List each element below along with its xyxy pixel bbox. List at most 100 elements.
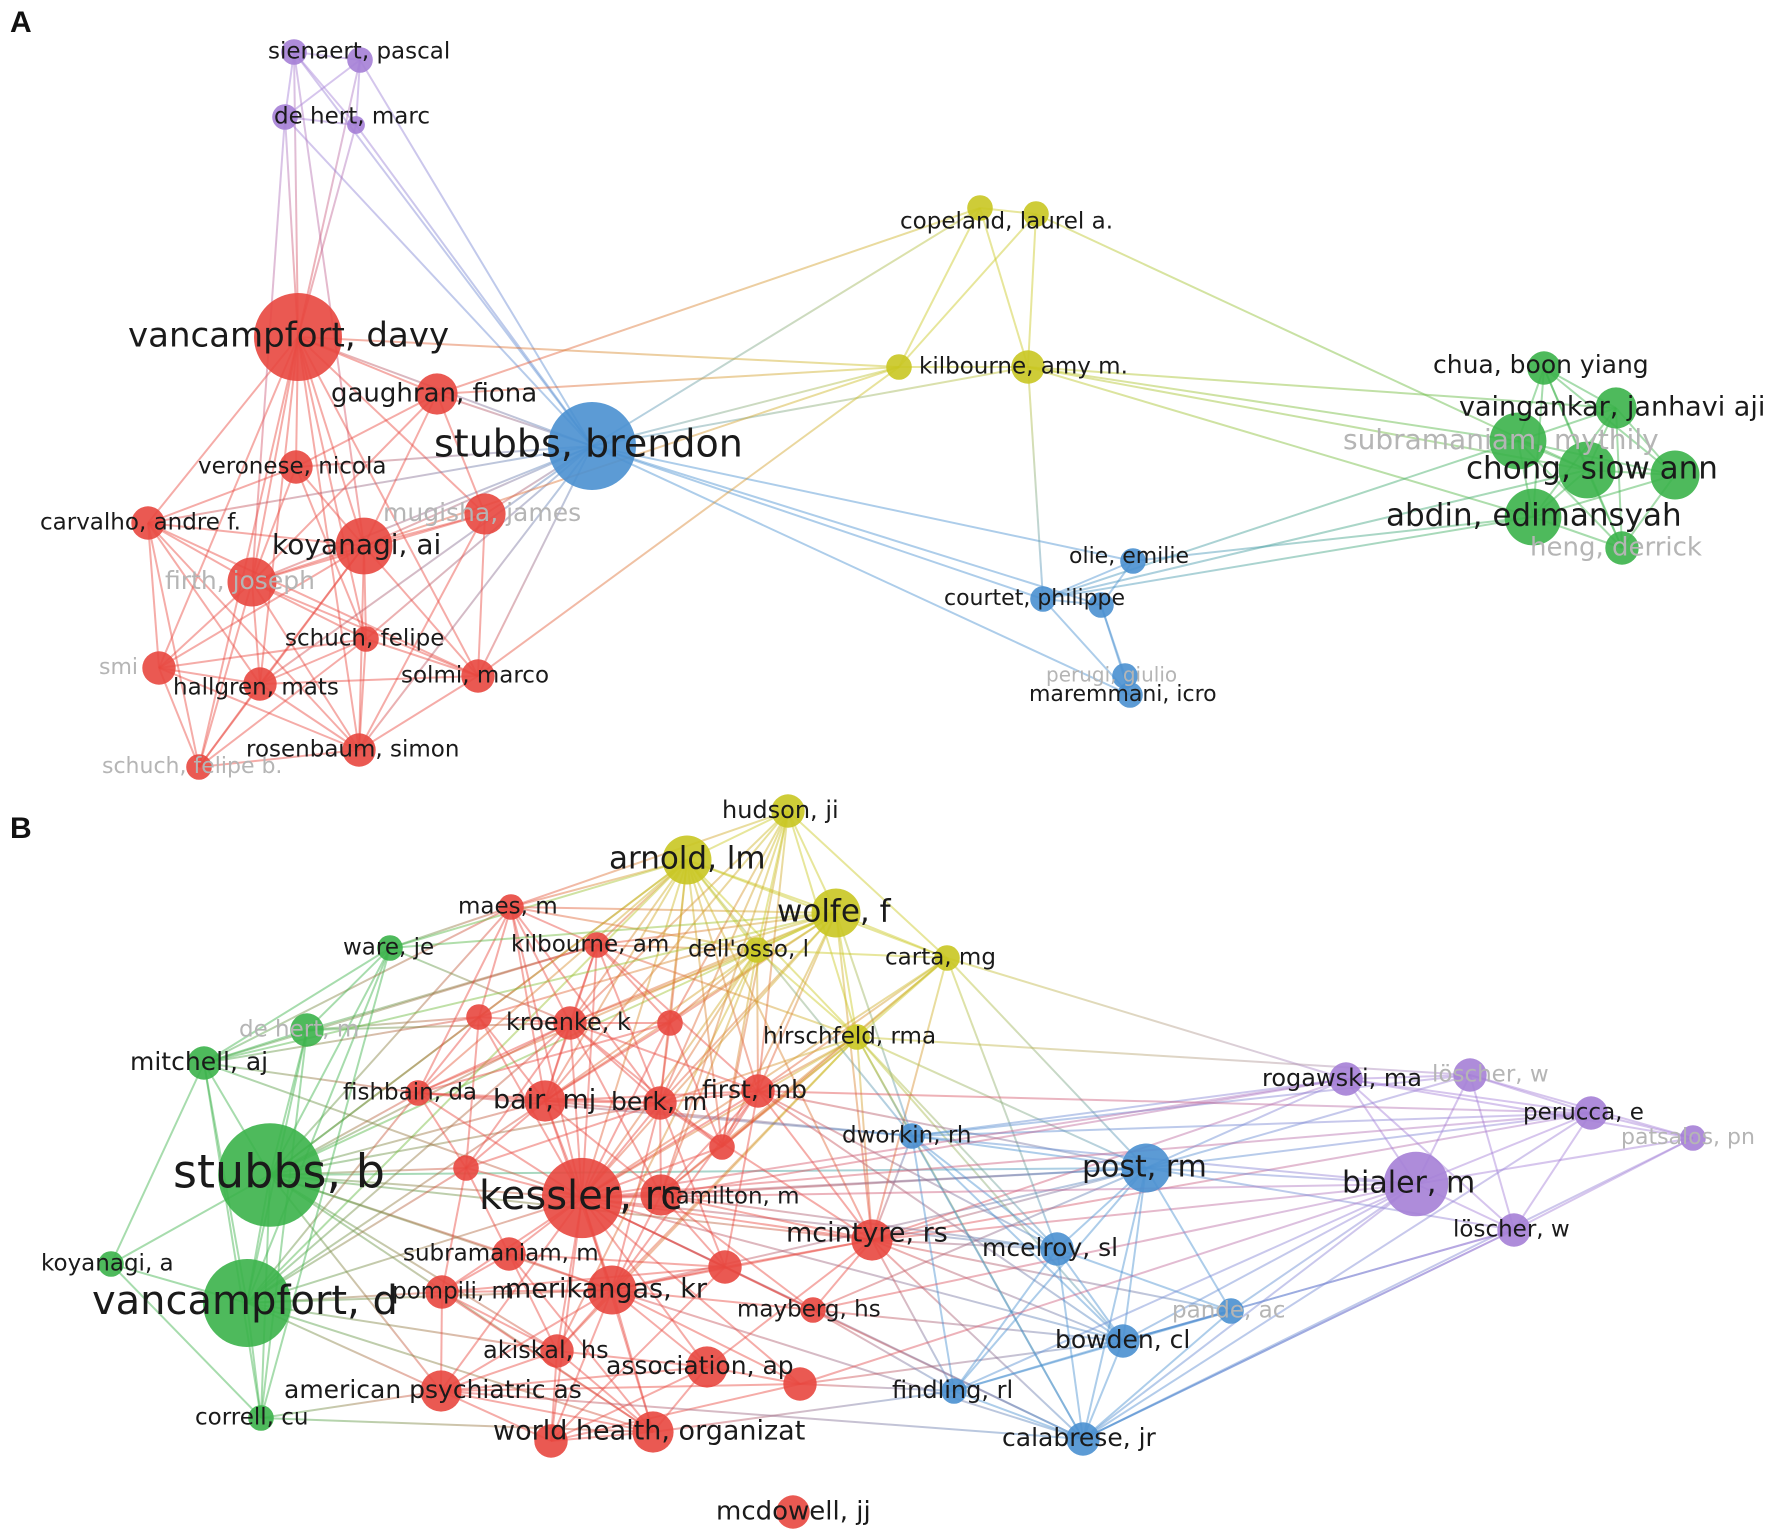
node-arnold[interactable] <box>662 835 712 885</box>
node-carvalho[interactable] <box>131 506 165 540</box>
node-carta[interactable] <box>934 945 960 971</box>
node-hallgren[interactable] <box>243 667 277 701</box>
node-koyanagi[interactable] <box>335 517 393 575</box>
node-schuchfb[interactable] <box>186 754 212 780</box>
node-berk[interactable] <box>643 1086 677 1120</box>
node-rogawski[interactable] <box>1329 1062 1363 1096</box>
node-pande[interactable] <box>1218 1298 1244 1324</box>
node-label-apa: american psychiatric as <box>284 1375 582 1404</box>
node-vancampfort[interactable] <box>254 293 342 381</box>
node-bair[interactable] <box>524 1080 566 1122</box>
edge-who2-to-x4 <box>550 1266 726 1442</box>
node-stubbs[interactable] <box>548 402 636 490</box>
node-olie[interactable] <box>1120 548 1146 574</box>
node-mcdowell[interactable] <box>776 1495 810 1529</box>
node-findling[interactable] <box>941 1378 967 1404</box>
node-pompili[interactable] <box>425 1275 459 1309</box>
node-x3[interactable] <box>709 1134 735 1160</box>
node-smith[interactable] <box>142 651 176 685</box>
node-vaingankar[interactable] <box>1595 387 1637 429</box>
node-maes[interactable] <box>498 894 524 920</box>
node-koyanagi[interactable] <box>98 1251 124 1277</box>
node-gaughran[interactable] <box>416 373 458 415</box>
node-mitchell[interactable] <box>187 1046 221 1080</box>
node-label-hudson: hudson, ji <box>722 796 839 824</box>
node-dworkin[interactable] <box>899 1123 925 1149</box>
node-dellosso[interactable] <box>744 937 770 963</box>
edge-vancampfort-to-rosenbaum <box>297 336 360 751</box>
node-ware[interactable] <box>377 935 403 961</box>
node-chua[interactable] <box>1527 351 1561 385</box>
node-x5[interactable] <box>783 1367 817 1401</box>
node-stubbs[interactable] <box>218 1123 322 1227</box>
node-who[interactable] <box>632 1411 674 1453</box>
edge-maes-to-hudson <box>510 810 789 908</box>
node-mcintyre[interactable] <box>851 1219 893 1261</box>
node-firth[interactable] <box>227 557 277 607</box>
node-first[interactable] <box>741 1074 775 1108</box>
node-abdin[interactable] <box>1504 488 1562 546</box>
edge-post-to-loscher <box>1145 1167 1515 1231</box>
node-patsalos[interactable] <box>1680 1125 1706 1151</box>
node-bowden[interactable] <box>1106 1324 1140 1358</box>
edge-apa-to-association <box>440 1366 708 1392</box>
edge-copeland-to-kilbourne <box>979 207 1029 368</box>
node-dehert[interactable] <box>290 1013 324 1047</box>
node-vancampfort[interactable] <box>203 1259 291 1347</box>
node-post[interactable] <box>1121 1143 1171 1193</box>
node-hirschfeld[interactable] <box>844 1024 870 1050</box>
node-copeland[interactable] <box>967 195 993 221</box>
node-mayberg[interactable] <box>800 1297 826 1323</box>
node-who2[interactable] <box>534 1424 568 1458</box>
node-mugisha[interactable] <box>464 493 506 535</box>
node-x4[interactable] <box>708 1250 742 1284</box>
node-kessler[interactable] <box>541 1157 623 1239</box>
node-courtet2[interactable] <box>1088 592 1114 618</box>
node-kroenke[interactable] <box>553 1006 587 1040</box>
edge-kilbourne-to-vaingankar <box>1027 366 1617 409</box>
node-veronese[interactable] <box>279 450 313 484</box>
node-association[interactable] <box>686 1346 728 1388</box>
node-schuch[interactable] <box>353 626 379 652</box>
node-rosenbaum[interactable] <box>342 733 376 767</box>
node-apa[interactable] <box>420 1370 462 1412</box>
node-calabrese[interactable] <box>1066 1422 1100 1456</box>
node-mcelroy[interactable] <box>1040 1232 1074 1266</box>
node-perucca[interactable] <box>1574 1096 1608 1130</box>
node-x1[interactable] <box>466 1004 492 1030</box>
node-hamilton[interactable] <box>640 1174 682 1216</box>
node-sienaert[interactable] <box>281 39 307 65</box>
node-subramaniam[interactable] <box>492 1237 526 1271</box>
edge-akiskal-to-who <box>556 1350 654 1433</box>
node-correll[interactable] <box>248 1405 274 1431</box>
node-akiskal[interactable] <box>540 1334 574 1368</box>
node-solmi[interactable] <box>461 659 495 693</box>
node-subramaniam[interactable] <box>1489 412 1547 470</box>
edge-schuch-to-rosenbaum <box>358 638 367 751</box>
node-heng[interactable] <box>1605 531 1639 565</box>
edge-mitchell-to-correll <box>203 1062 262 1419</box>
node-courtet[interactable] <box>1030 586 1056 612</box>
node-dehert2[interactable] <box>347 116 365 134</box>
node-wolfe[interactable] <box>811 888 861 938</box>
node-copeland2[interactable] <box>1023 201 1049 227</box>
node-loscher[interactable] <box>1497 1213 1531 1247</box>
node-loscher-top[interactable] <box>1453 1058 1487 1092</box>
node-maremmani[interactable] <box>1117 682 1143 708</box>
node-kilbourne2[interactable] <box>886 354 912 380</box>
node-hudson[interactable] <box>771 794 805 828</box>
node-sienaert2[interactable] <box>347 47 373 73</box>
node-merikangas[interactable] <box>587 1265 637 1315</box>
edge-who2-to-x5 <box>550 1383 801 1442</box>
node-label-ware: ware, je <box>343 935 434 961</box>
node-kilbourne[interactable] <box>1011 350 1045 384</box>
edge-loscher-top-to-perucca <box>1469 1074 1592 1114</box>
node-x2[interactable] <box>453 1155 479 1181</box>
node-chongb[interactable] <box>1650 450 1700 500</box>
node-fishbain[interactable] <box>405 1080 431 1106</box>
node-dehert[interactable] <box>272 104 298 130</box>
node-kilbourne[interactable] <box>584 932 610 958</box>
node-bialer[interactable] <box>1383 1151 1449 1217</box>
node-chong[interactable] <box>1558 441 1616 499</box>
node-kroenke2[interactable] <box>657 1010 683 1036</box>
